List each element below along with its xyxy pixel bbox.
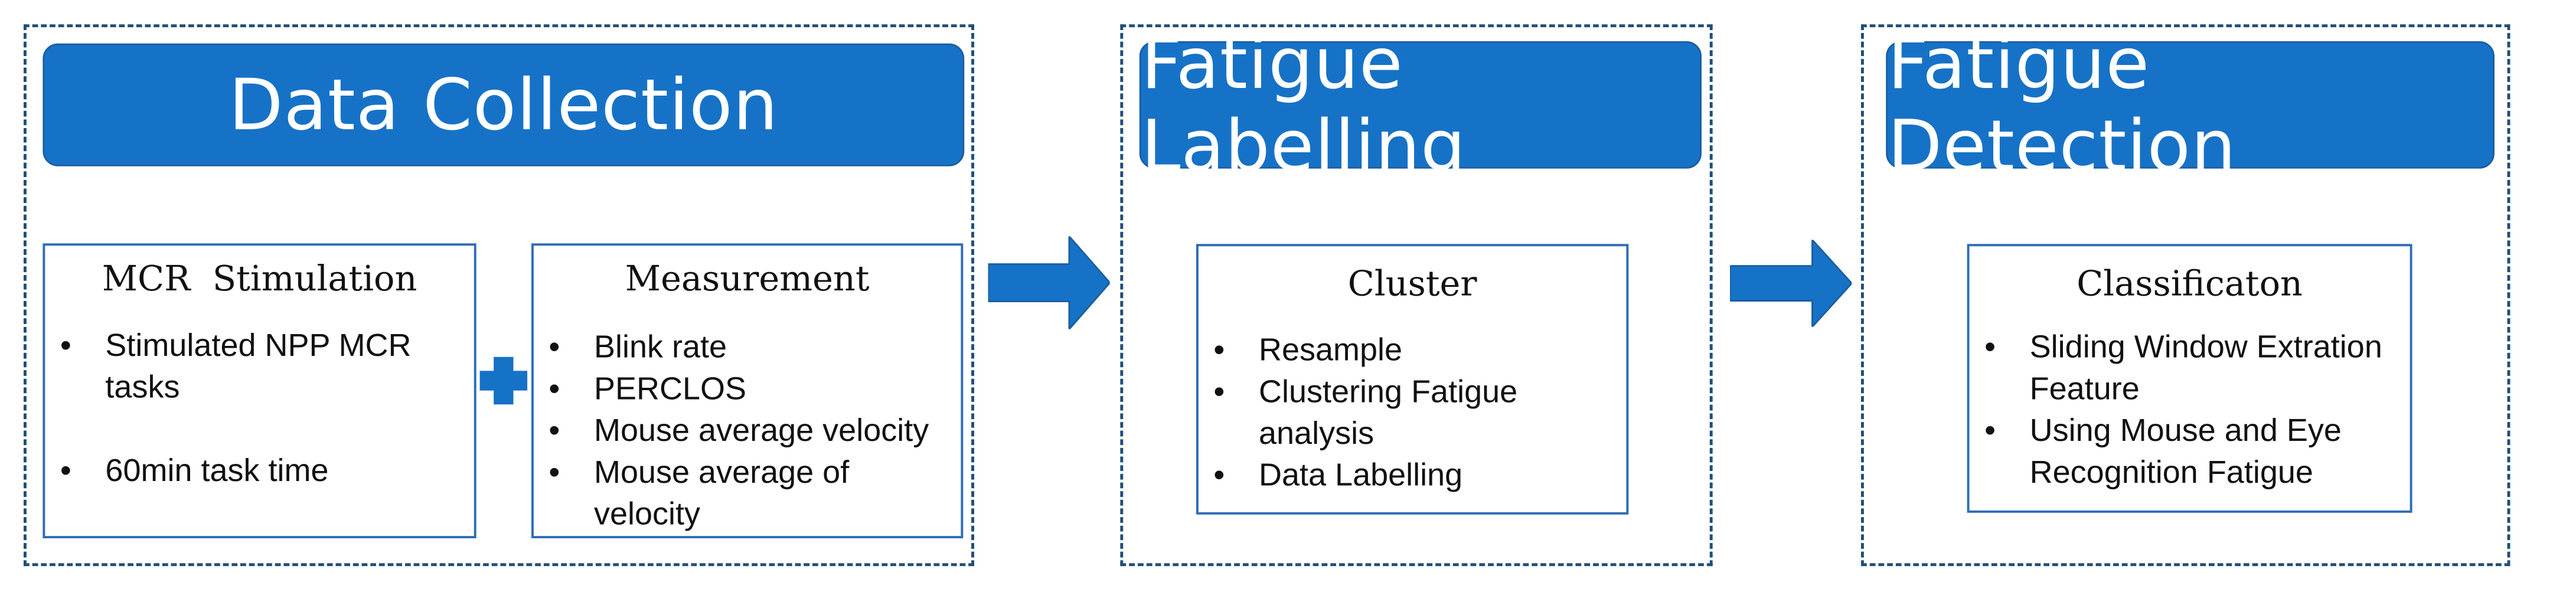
data-collection-panel: Data Collection MCR Stimulation Stimulat… — [24, 24, 974, 567]
mcr-stimulation-title: MCR Stimulation — [102, 258, 417, 299]
classification-box: Classificaton Sliding Window Extration F… — [1967, 244, 2412, 513]
classification-title: Classificaton — [2077, 263, 2303, 305]
list-item: PERCLOS — [548, 367, 954, 409]
measurement-box: Measurement Blink rate PERCLOS Mouse ave… — [531, 243, 964, 538]
cluster-box: Cluster Resample Clustering Fatigue anal… — [1196, 244, 1629, 515]
list-item: Resample — [1213, 329, 1613, 371]
plus-icon — [479, 356, 528, 405]
pipeline-diagram: Data Collection MCR Stimulation Stimulat… — [24, 0, 2552, 581]
list-item: Mouse average velocity — [548, 409, 954, 451]
list-item: Stimulated NPP MCR tasks — [60, 324, 455, 407]
fatigue-detection-title: Fatigue Detection — [1886, 22, 2495, 187]
classification-list: Sliding Window Extration Feature Using M… — [1984, 326, 2390, 493]
list-item: Mouse average of velocity — [548, 451, 954, 534]
list-item: Clustering Fatigue analysis — [1213, 370, 1613, 453]
list-item: Using Mouse and Eye Recognition Fatigue — [1984, 409, 2390, 492]
mcr-stimulation-box: MCR Stimulation Stimulated NPP MCR tasks… — [43, 243, 476, 538]
data-collection-title: Data Collection — [43, 43, 965, 166]
cluster-list: Resample Clustering Fatigue analysis Dat… — [1213, 329, 1613, 496]
measurement-title: Measurement — [625, 258, 870, 299]
list-item: Blink rate — [548, 326, 954, 368]
fatigue-labelling-panel: Fatigue Labelling Cluster Resample Clust… — [1120, 22, 1713, 567]
fatigue-labelling-title: Fatigue Labelling — [1139, 22, 1702, 187]
fatigue-detection-panel: Fatigue Detection Classificaton Sliding … — [1860, 22, 2510, 567]
list-item: Data Labelling — [1213, 454, 1613, 496]
mcr-stimulation-list: Stimulated NPP MCR tasks 60min task time — [60, 324, 455, 491]
list-item: 60min task time — [60, 449, 455, 491]
cluster-title: Cluster — [1347, 263, 1477, 305]
measurement-list: Blink rate PERCLOS Mouse average velocit… — [548, 326, 954, 534]
right-arrow-icon — [988, 236, 1110, 329]
list-item: Sliding Window Extration Feature — [1984, 326, 2390, 409]
right-arrow-icon — [1730, 240, 1852, 327]
